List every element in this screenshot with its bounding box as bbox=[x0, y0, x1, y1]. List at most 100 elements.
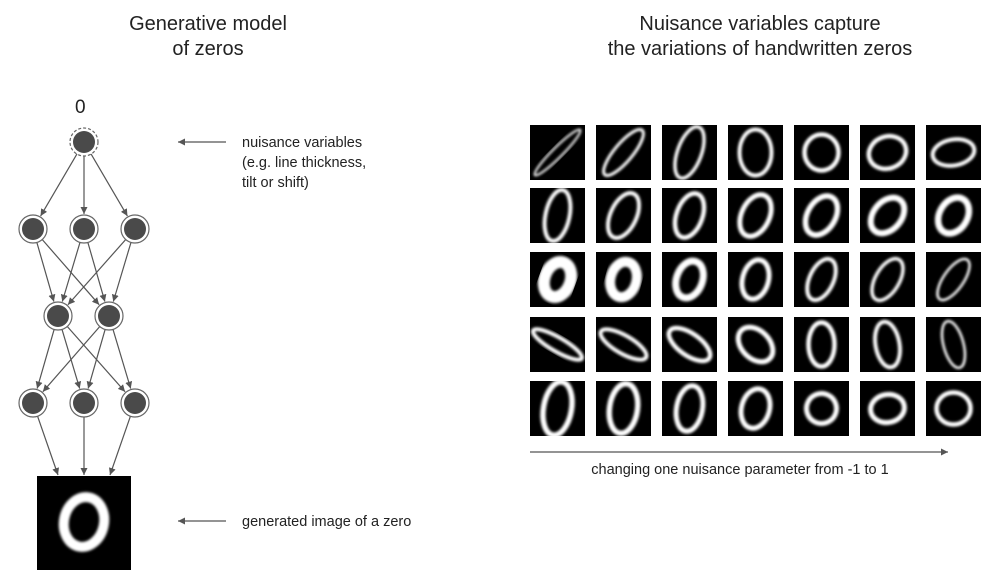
generated-image-label: generated image of a zero bbox=[242, 514, 412, 530]
handwritten-zero-glyph bbox=[672, 191, 707, 240]
right-title: Nuisance variables capture the variation… bbox=[560, 12, 960, 62]
handwritten-zero-glyph bbox=[940, 319, 967, 370]
output-edge bbox=[36, 413, 60, 476]
zero-variation-cell bbox=[794, 188, 849, 243]
zero-variation-cell bbox=[530, 252, 585, 307]
nuisance-label-line1: nuisance variables bbox=[242, 135, 363, 151]
handwritten-zero-glyph bbox=[739, 257, 772, 302]
handwritten-zero-glyph bbox=[805, 256, 838, 303]
handwritten-zero-glyph bbox=[602, 128, 645, 177]
handwritten-zero-glyph bbox=[605, 256, 642, 303]
latent-node bbox=[69, 127, 99, 157]
zero-variation-cell bbox=[860, 188, 915, 243]
handwritten-zero-glyph bbox=[934, 390, 973, 427]
zero-variation-cell bbox=[530, 187, 585, 244]
generated-zero-image bbox=[37, 476, 131, 570]
handwritten-zero-glyph bbox=[873, 319, 902, 370]
zero-variation-cell bbox=[926, 317, 981, 372]
handwritten-zero-glyph bbox=[868, 391, 907, 426]
zero-variation-cell bbox=[794, 252, 849, 307]
handwritten-zero-glyph bbox=[537, 256, 578, 303]
zero-variation-cell bbox=[794, 381, 849, 436]
zero-variation-cell bbox=[728, 381, 783, 436]
handwritten-zero-glyph bbox=[737, 127, 774, 178]
network-edge bbox=[60, 326, 82, 389]
hidden-node bbox=[120, 214, 150, 244]
handwritten-zero-glyph bbox=[531, 327, 584, 362]
hidden-node bbox=[69, 388, 99, 418]
network-edge bbox=[89, 151, 128, 217]
handwritten-zero-glyph bbox=[930, 137, 977, 168]
network-edge bbox=[35, 239, 56, 302]
hidden-node bbox=[18, 214, 48, 244]
network-edge bbox=[67, 236, 129, 306]
zero-variation-cell bbox=[530, 379, 585, 438]
axis-caption: changing one nuisance parameter from -1 … bbox=[591, 462, 889, 478]
zero-variation-cell bbox=[926, 188, 981, 243]
handwritten-zero-glyph bbox=[802, 132, 841, 173]
handwritten-zero-glyph bbox=[606, 380, 641, 437]
hidden-node bbox=[94, 301, 124, 331]
zero-variation-cell bbox=[662, 252, 717, 307]
handwritten-zero-glyph bbox=[867, 194, 908, 237]
handwritten-zero-glyph bbox=[934, 194, 973, 237]
top-node-label: 0 bbox=[75, 97, 86, 118]
handwritten-zero-glyph bbox=[673, 125, 706, 180]
right-title-line1: Nuisance variables capture bbox=[639, 13, 881, 35]
nuisance-label-line2: (e.g. line thickness, bbox=[242, 155, 367, 171]
hidden-node bbox=[120, 388, 150, 418]
zero-variation-cell bbox=[596, 188, 651, 243]
handwritten-zero-glyph bbox=[737, 192, 774, 239]
handwritten-zero-glyph bbox=[804, 391, 839, 426]
zero-variation-cell bbox=[926, 381, 981, 436]
right-title-line2: the variations of handwritten zeros bbox=[607, 38, 913, 60]
handwritten-zero-glyph bbox=[870, 256, 905, 303]
handwritten-zero-glyph bbox=[598, 327, 649, 362]
hidden-node bbox=[18, 388, 48, 418]
handwritten-zero-glyph bbox=[866, 133, 909, 172]
zero-variation-cell bbox=[728, 252, 783, 307]
zero-variation-cell bbox=[926, 125, 981, 180]
handwritten-zero-glyph bbox=[666, 325, 713, 364]
zero-variation-cell bbox=[926, 252, 981, 307]
zero-variation-cell bbox=[662, 317, 717, 372]
nuisance-variables-label: nuisance variables (e.g. line thickness,… bbox=[242, 133, 366, 193]
zero-variation-cell bbox=[596, 252, 651, 307]
zero-variation-cell bbox=[860, 317, 915, 372]
left-title-line2: of zeros bbox=[172, 38, 244, 60]
output-edge bbox=[108, 413, 132, 476]
zero-variation-cell bbox=[728, 317, 783, 372]
zero-variation-cell bbox=[860, 252, 915, 307]
network-edge bbox=[86, 239, 107, 302]
left-title-line1: Generative model bbox=[129, 13, 287, 35]
hidden-node bbox=[69, 214, 99, 244]
zero-variation-cell bbox=[662, 188, 717, 243]
network-edge bbox=[86, 326, 107, 389]
zero-variation-cell bbox=[860, 381, 915, 436]
zero-variation-cell bbox=[596, 380, 651, 437]
handwritten-zero-glyph bbox=[672, 257, 707, 302]
zero-variation-cell bbox=[596, 125, 651, 180]
left-title: Generative model of zeros bbox=[80, 12, 336, 62]
network-edge bbox=[35, 326, 56, 389]
zero-variation-cell bbox=[728, 125, 783, 180]
handwritten-zero-glyph bbox=[802, 193, 841, 238]
network-edge bbox=[40, 151, 79, 217]
handwritten-zero-glyph bbox=[542, 187, 573, 244]
zero-variation-cell bbox=[860, 125, 915, 180]
handwritten-zero-glyph bbox=[673, 383, 706, 434]
zero-variation-cell bbox=[662, 125, 717, 180]
handwritten-zero-glyph bbox=[735, 324, 776, 365]
handwritten-zero-glyph bbox=[540, 379, 575, 438]
zero-variation-cell bbox=[794, 125, 849, 180]
network-edge bbox=[60, 239, 82, 302]
zero-variation-cell bbox=[728, 188, 783, 243]
handwritten-zero-glyph bbox=[936, 257, 971, 302]
network-edge bbox=[111, 326, 133, 389]
handwritten-zero-glyph bbox=[806, 320, 837, 369]
generated-zero-stroke bbox=[58, 492, 110, 552]
zero-variation-cell bbox=[530, 125, 585, 180]
handwritten-zero-glyph bbox=[738, 386, 773, 431]
zero-variation-cell bbox=[662, 381, 717, 436]
